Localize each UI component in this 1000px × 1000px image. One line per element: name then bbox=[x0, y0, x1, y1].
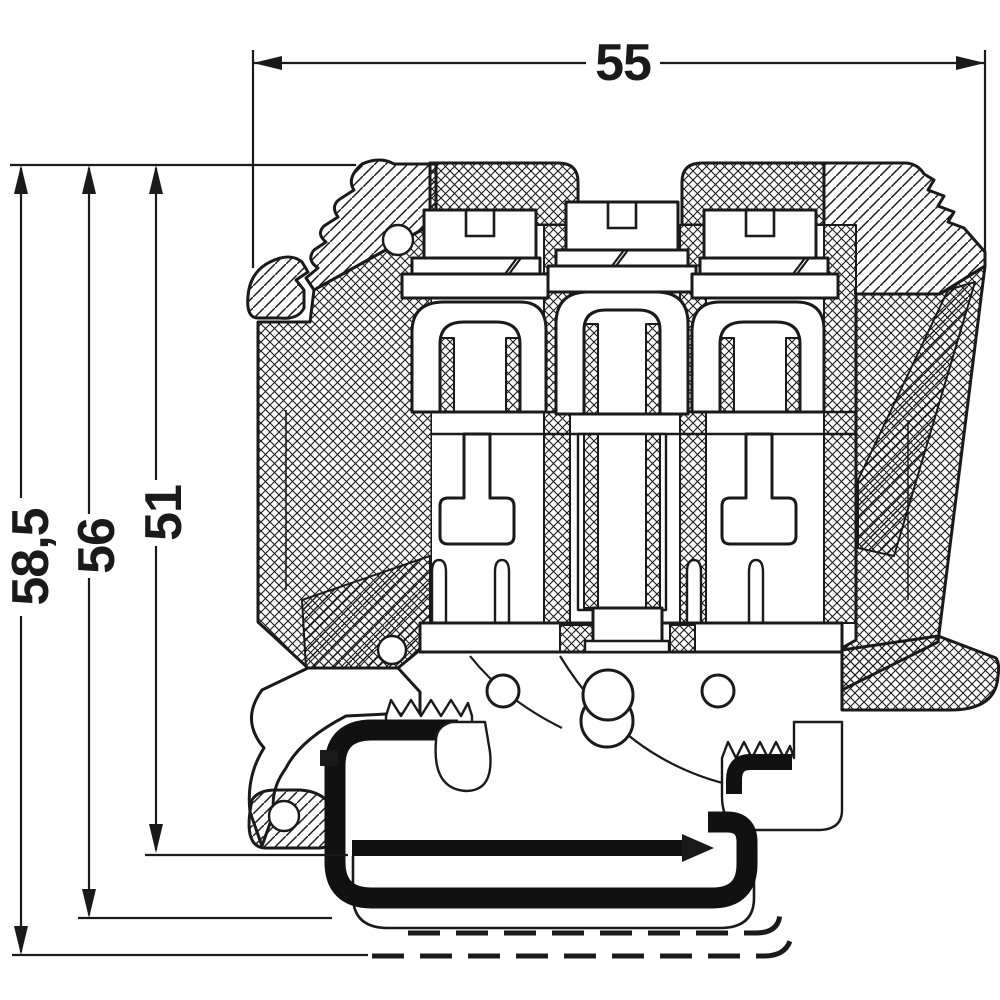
rail-flange-tip bbox=[682, 834, 714, 862]
mounting-hole bbox=[700, 673, 736, 709]
rail-channel-outline bbox=[351, 856, 756, 930]
dimension-annotations: 55 58,5 56 51 bbox=[2, 34, 987, 957]
dimension-label-total-height: 58,5 bbox=[2, 508, 60, 605]
screw-slot bbox=[464, 210, 496, 238]
base-pocket bbox=[669, 624, 696, 653]
dimension-label-body-height: 51 bbox=[135, 485, 193, 541]
opening-wall bbox=[645, 323, 661, 415]
screw-head bbox=[702, 208, 818, 260]
dimension-width-55: 55 bbox=[253, 34, 985, 92]
screw-slot bbox=[606, 202, 638, 230]
window-wall bbox=[439, 337, 455, 413]
clamp-plate bbox=[690, 272, 840, 300]
pin bbox=[685, 558, 703, 623]
alt-rail-dashed-corner bbox=[763, 927, 795, 959]
clamp-plate bbox=[400, 272, 550, 300]
foot-hole bbox=[267, 799, 301, 833]
housing-left-ear bbox=[246, 255, 310, 320]
dimension-height-51: 51 bbox=[135, 165, 193, 853]
rail-lip-tab bbox=[320, 750, 338, 766]
din-rail-profile bbox=[324, 719, 758, 909]
screw-slot bbox=[744, 210, 776, 238]
housing-left-pocket bbox=[381, 223, 415, 257]
housing-left-roof bbox=[304, 158, 438, 292]
screw-assembly-center bbox=[546, 200, 698, 416]
apron-curve bbox=[559, 655, 736, 788]
screw-head bbox=[564, 200, 680, 252]
lower-body bbox=[418, 432, 844, 788]
washer-slash bbox=[792, 257, 810, 275]
dimension-height-56: 56 bbox=[68, 165, 126, 918]
dimension-label-rail-height: 56 bbox=[68, 518, 126, 574]
screw-assembly-left bbox=[400, 208, 550, 414]
opening-wall bbox=[583, 323, 599, 415]
housing-right-foot bbox=[840, 634, 1000, 712]
washer-slash bbox=[611, 249, 629, 267]
sleeve-wall bbox=[645, 433, 661, 609]
din-rail-area bbox=[320, 698, 844, 959]
sleeve-wall bbox=[583, 433, 599, 609]
rail-right-lip bbox=[726, 754, 792, 794]
dimension-label-width: 55 bbox=[595, 34, 651, 92]
t-hanger bbox=[438, 432, 516, 546]
tip-washer bbox=[583, 639, 671, 654]
window-wall bbox=[719, 337, 735, 413]
pin bbox=[747, 558, 765, 623]
screw-head bbox=[422, 208, 538, 260]
washer-slash bbox=[504, 257, 522, 275]
pin bbox=[493, 558, 511, 623]
screw-tip bbox=[591, 606, 664, 645]
window-wall bbox=[505, 337, 521, 413]
screw-washer bbox=[410, 256, 542, 276]
clamp-plate bbox=[546, 264, 698, 294]
t-hanger bbox=[720, 432, 798, 546]
dimension-height-58-5: 58,5 bbox=[2, 165, 60, 955]
pin bbox=[430, 558, 448, 623]
screw-washer bbox=[698, 256, 830, 276]
alt-rail-dashed-corner bbox=[755, 911, 783, 936]
latch-finger-left bbox=[434, 720, 492, 793]
screw-assembly-right bbox=[690, 208, 840, 414]
window-wall bbox=[785, 337, 801, 413]
housing-left-bump bbox=[376, 634, 408, 666]
terminal-block-body bbox=[246, 158, 1000, 959]
mounting-hole bbox=[485, 673, 521, 709]
keyhole-upper bbox=[581, 668, 635, 722]
left-foot-spring bbox=[247, 666, 422, 850]
